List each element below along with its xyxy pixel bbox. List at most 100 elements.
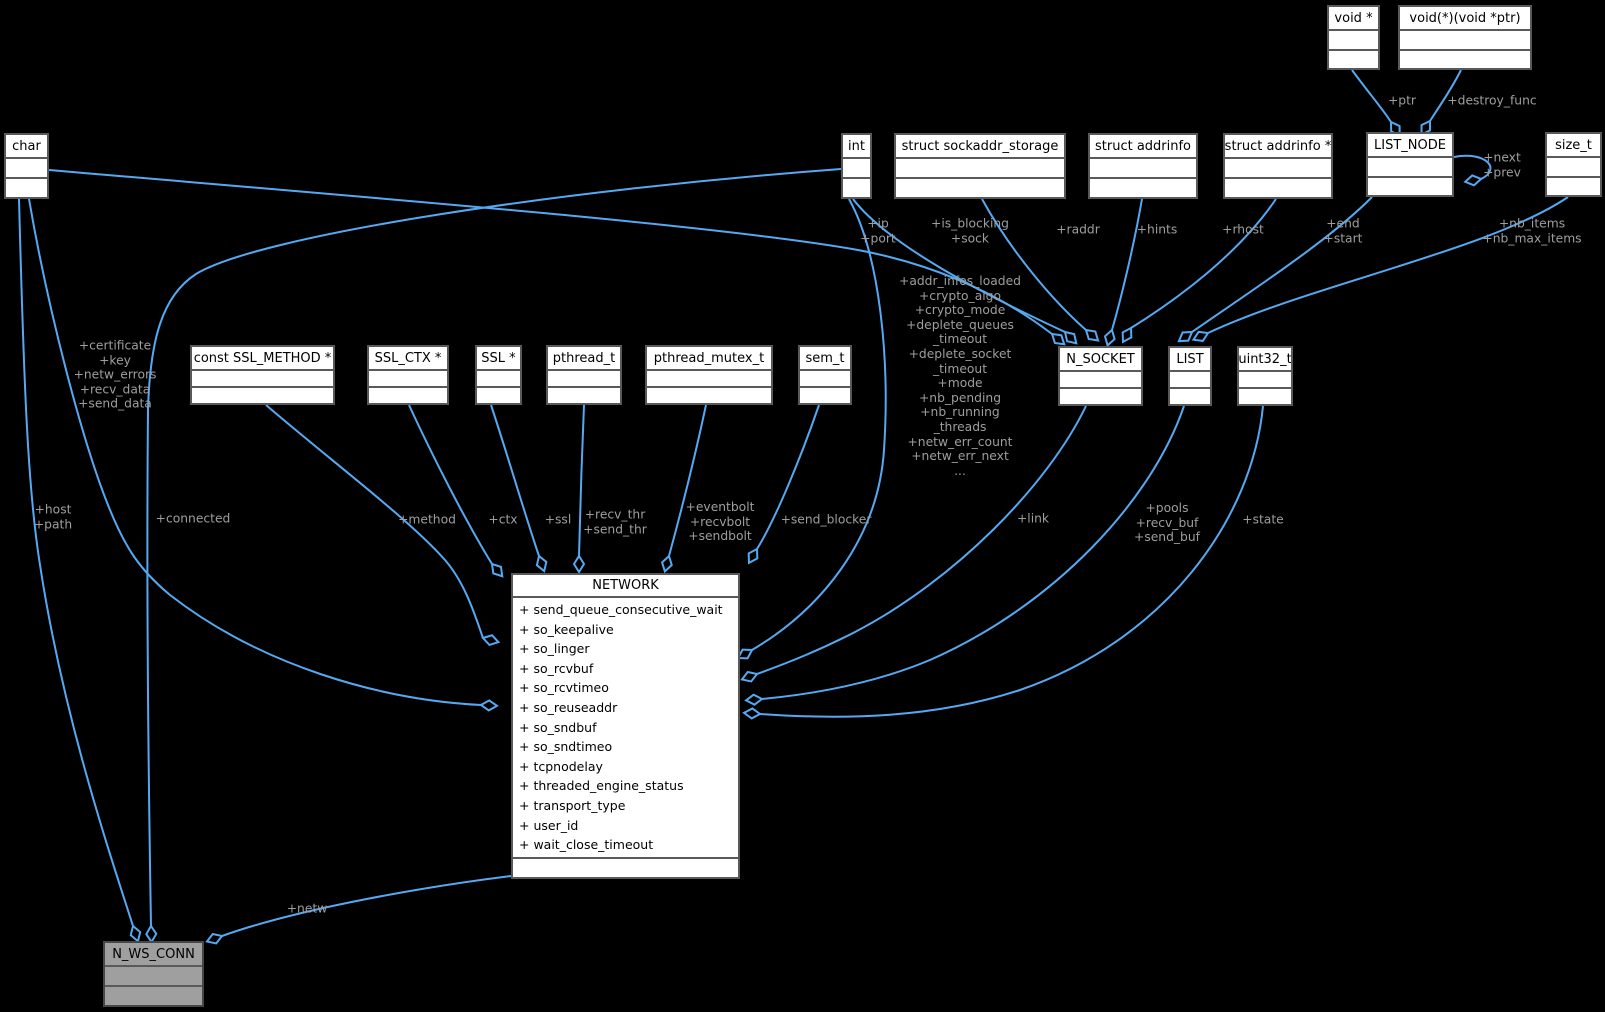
class-box-n-socket[interactable]: N_SOCKET: [1058, 346, 1143, 406]
empty-compartment: [1225, 177, 1331, 197]
aggregation-diamond-icon: [1463, 174, 1483, 187]
class-title-pthread-t: pthread_t: [552, 350, 616, 366]
aggregation-diamond-icon: [572, 554, 586, 574]
empty-compartment: [192, 369, 333, 386]
aggregation-diamond-icon: [1191, 330, 1210, 342]
edge-pthread-t-to-network: [578, 404, 585, 557]
aggregation-diamond-icon: [145, 924, 158, 944]
class-title-void-func: void(*)(void *ptr): [1409, 10, 1521, 26]
empty-compartment: [896, 177, 1064, 197]
class-box-int[interactable]: int: [841, 133, 872, 199]
empty-compartment: [1368, 175, 1452, 196]
aggregation-diamond-icon: [742, 707, 762, 720]
edge-addrinfo-star-to-n-socket: [1130, 198, 1277, 329]
edge-char-to-n-ws-conn: [18, 198, 134, 927]
edge-int-to-n-socket: [852, 198, 1066, 333]
edge-sem-t-to-network: [756, 404, 820, 550]
aggregation-diamond-icon: [740, 670, 759, 683]
empty-compartment: [1170, 370, 1210, 387]
class-box-pthread-t[interactable]: pthread_t: [546, 345, 622, 405]
empty-compartment: [1090, 177, 1196, 197]
class-field: + so_rcvbuf: [519, 660, 594, 676]
edge-label-state: +state: [1242, 512, 1284, 527]
edge-network-to-n-ws-conn: [221, 875, 512, 937]
class-field: + so_linger: [519, 641, 590, 657]
edge-n-socket-to-network: [756, 405, 1087, 675]
empty-compartment: [369, 386, 447, 403]
edge-label-recv-send-thr: +recv_thr +send_thr: [583, 507, 647, 536]
empty-compartment: [1368, 156, 1452, 176]
class-field: + wait_close_timeout: [519, 837, 654, 853]
class-box-pthread-mutex-t[interactable]: pthread_mutex_t: [645, 345, 773, 405]
empty-compartment: [1547, 156, 1600, 176]
class-box-ssl-ctx[interactable]: SSL_CTX *: [367, 345, 449, 405]
empty-compartment: [647, 386, 771, 403]
class-box-list[interactable]: LIST: [1168, 346, 1212, 406]
class-box-list-node[interactable]: LIST_NODE: [1366, 132, 1454, 197]
edge-void-ptr-to-list-node: [1351, 69, 1392, 123]
empty-compartment: [647, 369, 771, 386]
aggregation-diamond-icon: [535, 554, 548, 573]
edge-label-hints: +hints: [1136, 222, 1178, 237]
edge-pthread-mutex-t-to-network: [668, 404, 707, 557]
edge-label-ctx: +ctx: [488, 512, 518, 527]
edge-label-method: +method: [398, 512, 456, 527]
empty-compartment: [1239, 387, 1291, 404]
class-box-n-ws-conn[interactable]: N_WS_CONN: [103, 941, 204, 1007]
edge-label-connected: +connected: [155, 511, 231, 526]
edge-ssl-to-network: [490, 404, 540, 557]
edge-label-ptr: +ptr: [1388, 93, 1416, 108]
aggregation-diamond-icon: [1050, 332, 1066, 346]
empty-compartment: [513, 856, 738, 877]
empty-compartment: [843, 157, 870, 177]
edge-label-ip-port: +ip +port: [860, 216, 896, 245]
class-box-char[interactable]: char: [4, 133, 49, 199]
empty-compartment: [1400, 48, 1530, 69]
class-box-void-ptr[interactable]: void *: [1327, 5, 1380, 70]
empty-compartment: [1329, 48, 1378, 69]
class-box-addrinfo-star[interactable]: struct addrinfo *: [1223, 133, 1333, 199]
aggregation-diamond-icon: [660, 554, 673, 574]
edge-ssl-ctx-to-network: [408, 404, 493, 565]
edge-list-to-network: [761, 405, 1185, 700]
empty-compartment: [6, 177, 47, 197]
class-field: + user_id: [519, 817, 579, 833]
class-box-sockaddr-storage[interactable]: struct sockaddr_storage: [894, 133, 1066, 199]
class-title-uint32-t: uint32_t: [1239, 351, 1291, 367]
class-box-network[interactable]: NETWORK+ send_queue_consecutive_wait+ so…: [511, 573, 740, 879]
edge-label-bolts: +eventbolt +recvbolt +sendbolt: [685, 500, 755, 544]
aggregation-diamond-icon: [490, 562, 504, 578]
aggregation-diamond-icon: [205, 932, 224, 945]
empty-compartment: [800, 386, 850, 403]
empty-compartment: [896, 157, 1064, 177]
class-box-ssl-method[interactable]: const SSL_METHOD *: [190, 345, 335, 405]
class-box-uint32-t[interactable]: uint32_t: [1237, 346, 1293, 406]
empty-compartment: [1547, 175, 1600, 196]
empty-compartment: [1329, 29, 1378, 49]
class-title-ssl-method: const SSL_METHOD *: [193, 350, 332, 366]
class-box-ssl[interactable]: SSL *: [475, 345, 522, 405]
empty-compartment: [6, 157, 47, 177]
class-title-sockaddr-storage: struct sockaddr_storage: [901, 138, 1059, 154]
class-box-addrinfo[interactable]: struct addrinfo: [1088, 133, 1198, 199]
edge-label-pools: +pools +recv_buf +send_buf: [1134, 501, 1200, 545]
class-title-list: LIST: [1176, 351, 1204, 367]
aggregation-diamond-icon: [747, 547, 759, 565]
edge-label-destroy-func: +destroy_func: [1447, 93, 1537, 108]
empty-compartment: [548, 369, 620, 386]
class-title-ssl-ctx: SSL_CTX *: [374, 350, 442, 366]
edge-addrinfo-to-n-socket: [1111, 198, 1143, 331]
empty-compartment: [105, 985, 202, 1005]
aggregation-diamond-icon: [481, 634, 501, 647]
empty-compartment: [192, 386, 333, 403]
empty-compartment: [477, 386, 520, 403]
class-box-void-func[interactable]: void(*)(void *ptr): [1398, 5, 1532, 70]
class-box-size-t[interactable]: size_t: [1545, 132, 1602, 197]
aggregation-diamond-icon: [1177, 330, 1194, 343]
edge-label-rhost: +rhost: [1222, 222, 1264, 237]
class-title-n-socket: N_SOCKET: [1066, 351, 1135, 367]
class-box-sem-t[interactable]: sem_t: [798, 345, 852, 405]
empty-compartment: [1060, 387, 1141, 404]
class-title-addrinfo-star: struct addrinfo *: [1225, 138, 1331, 154]
